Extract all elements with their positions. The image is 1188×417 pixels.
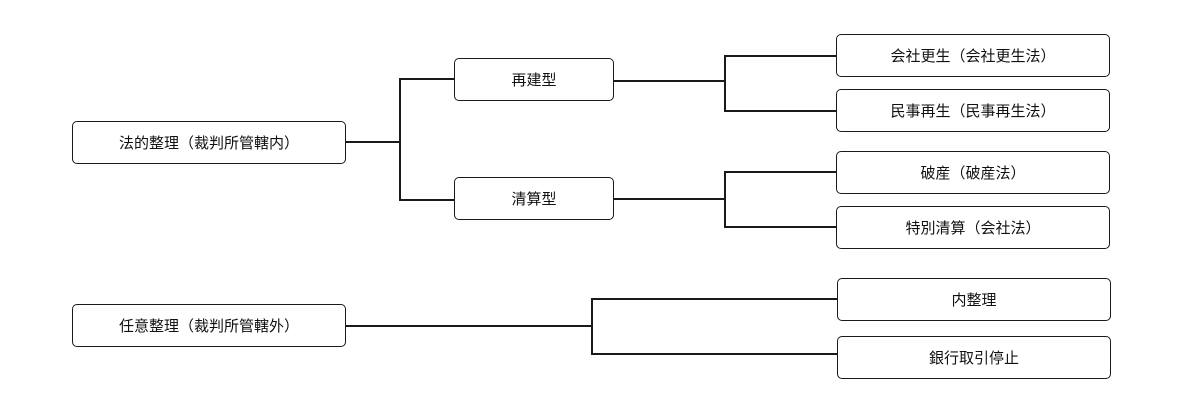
connector-line bbox=[346, 325, 592, 327]
connector-line bbox=[591, 298, 837, 300]
corporate-reorganization-node: 会社更生（会社更生法） bbox=[836, 34, 1110, 77]
connector-line bbox=[724, 171, 836, 173]
connector-line bbox=[399, 199, 454, 201]
internal-arrangement-node: 内整理 bbox=[837, 278, 1111, 321]
liquidation-type-node: 清算型 bbox=[454, 177, 614, 220]
connector-line bbox=[614, 198, 725, 200]
connector-line bbox=[399, 78, 401, 200]
connector-line bbox=[724, 55, 726, 111]
private-arrangement-node: 任意整理（裁判所管轄外） bbox=[72, 304, 346, 347]
connector-line bbox=[724, 226, 836, 228]
connector-line bbox=[591, 353, 837, 355]
connector-line bbox=[724, 55, 836, 57]
connector-line bbox=[399, 78, 454, 80]
rebuild-type-node: 再建型 bbox=[454, 58, 614, 101]
legal-proceedings-node: 法的整理（裁判所管轄内） bbox=[72, 121, 346, 164]
connector-line bbox=[724, 171, 726, 227]
connector-line bbox=[614, 80, 725, 82]
bankruptcy-node: 破産（破産法） bbox=[836, 151, 1110, 194]
connector-line bbox=[724, 110, 836, 112]
civil-rehabilitation-node: 民事再生（民事再生法） bbox=[836, 89, 1110, 132]
special-liquidation-node: 特別清算（会社法） bbox=[836, 206, 1110, 249]
connector-line bbox=[346, 141, 400, 143]
bank-transaction-suspension-node: 銀行取引停止 bbox=[837, 336, 1111, 379]
connector-line bbox=[591, 298, 593, 354]
